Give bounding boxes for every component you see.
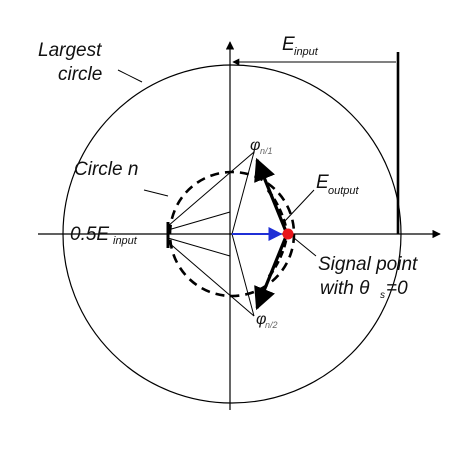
signal-point-label-line2-prefix: with θ [320,278,370,299]
signal-point [282,228,294,240]
largest-circle-label-line1: Largest [38,40,102,61]
guide-line-upper-inner [167,211,231,231]
e-output-leader [283,189,315,223]
phi-n2-label-main: φ [256,311,266,328]
largest-circle-leader [117,69,143,83]
circle-n-label: Circle n [74,159,138,180]
half-e-input-label-main: 0.5E [70,224,109,245]
guide-line-lower-inner [167,237,231,257]
largest-circle-label-line2: circle [58,64,102,85]
signal-point-label-line2-suffix: =0 [386,278,408,299]
e-output-label-sub: output [328,185,360,197]
e-output-label: E output [316,172,360,197]
phi-n1-vector [254,157,289,235]
e-input-label-main: E [282,34,295,55]
diamond-left-upper [231,151,255,235]
circle-n-leader [143,189,169,197]
guide-line-lower [167,241,255,317]
phi-n1-label: φ n/1 [250,137,273,156]
half-e-input-label-sub: input [113,235,138,247]
phi-n1-label-main: φ [250,137,260,154]
phi-n2-label: φ n/2 [256,311,278,330]
signal-point-label-line1: Signal point [318,254,418,275]
signal-point-leader [293,237,317,257]
phi-n1-label-sub: n/1 [260,146,273,156]
signal-point-label: Signal point with θ s =0 [318,254,418,301]
half-e-input-label: 0.5E input [70,224,138,247]
e-output-label-main: E [316,172,329,193]
guide-line-upper [167,151,255,227]
signal-point-label-line2-sub: s [380,290,385,301]
e-input-label-sub: input [294,46,319,58]
e-input-label: E input [282,34,319,58]
phi-n2-label-sub: n/2 [265,320,278,330]
diamond-left-lower [231,233,255,317]
